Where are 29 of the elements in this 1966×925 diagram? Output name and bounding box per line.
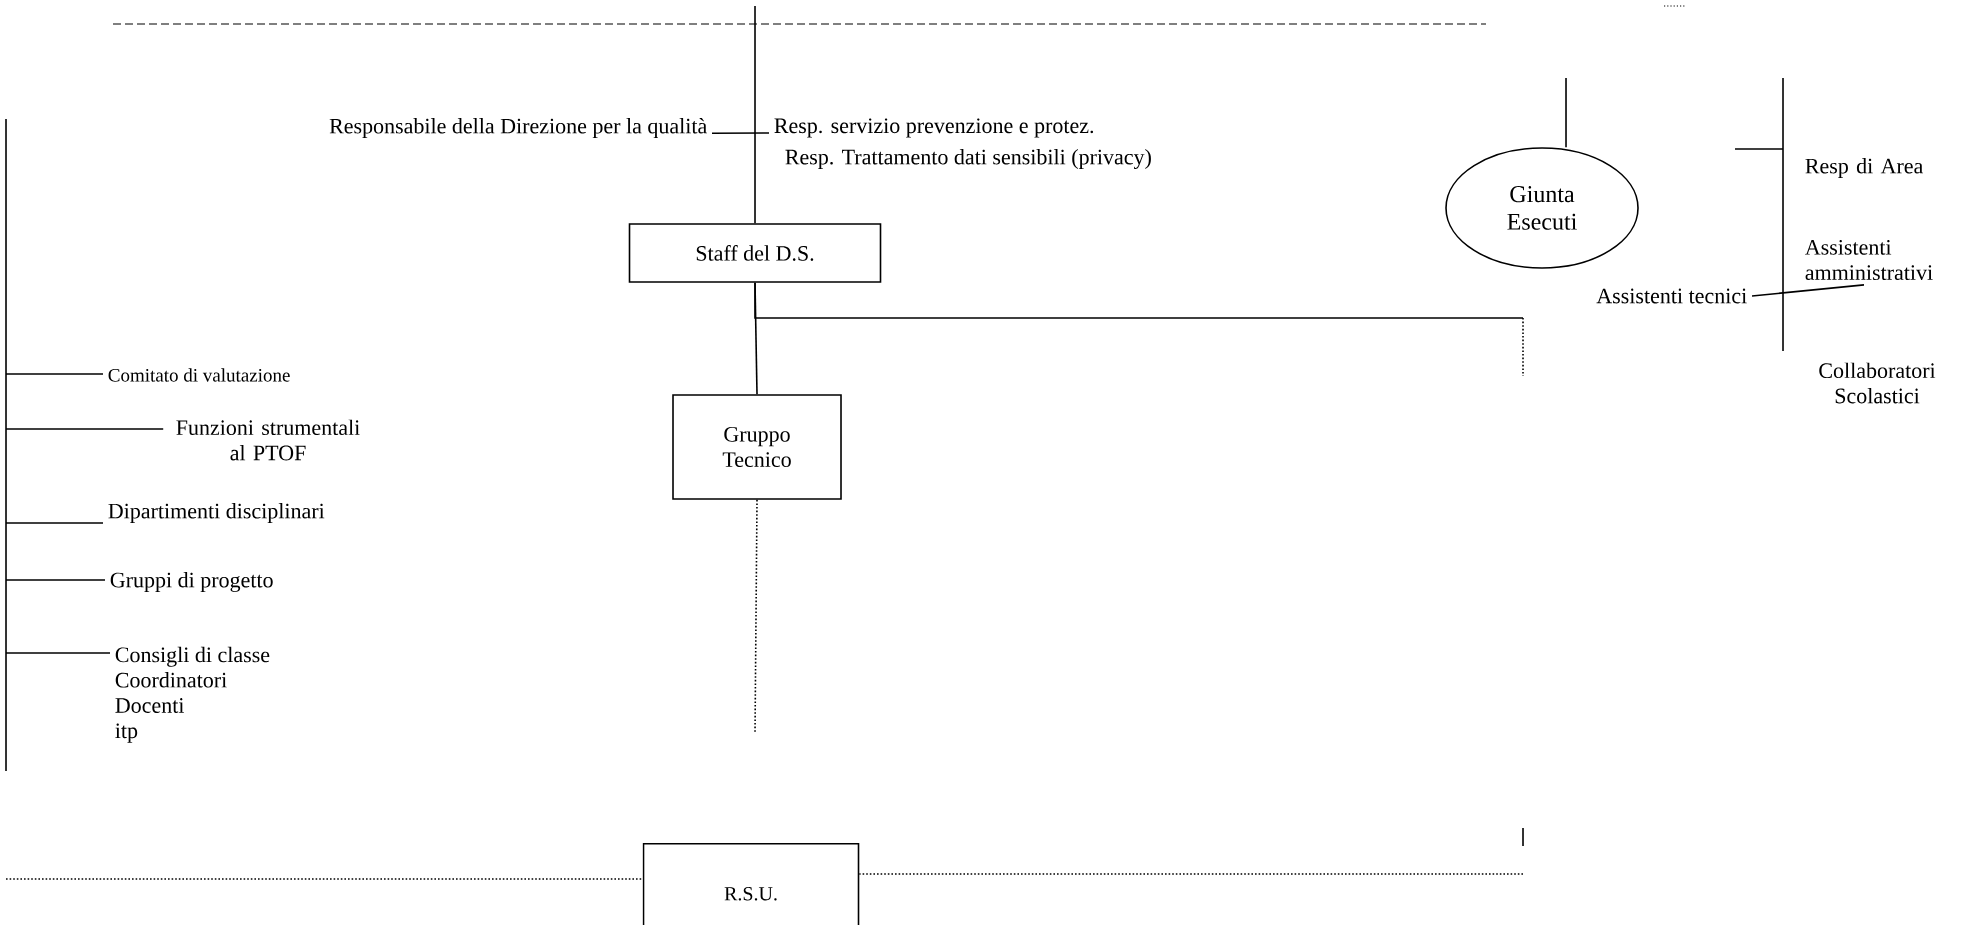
org-box: R.S.U. bbox=[642, 843, 860, 925]
role-label: Resp di Area bbox=[1805, 158, 1924, 178]
connector-line bbox=[5, 428, 164, 430]
org-box: Staff del D.S. bbox=[628, 223, 882, 283]
role-label: Resp. Trattamento dati sensibili (privacy) bbox=[785, 149, 1151, 169]
role-label: Assistenti tecnici bbox=[1596, 288, 1747, 304]
connector-line bbox=[754, 282, 1524, 377]
role-label: Resp. servizio prevenzione e protez. bbox=[774, 118, 1094, 138]
connector-line bbox=[5, 373, 104, 375]
role-label: Gruppi di progetto bbox=[110, 572, 273, 592]
connector-line bbox=[5, 522, 104, 524]
role-label: Collaboratori Scolastici bbox=[1819, 362, 1936, 404]
role-label: Dipartimenti disciplinari bbox=[108, 503, 325, 523]
connector-line bbox=[711, 132, 770, 135]
role-label: Consigli di classe Coordinatori Docenti itp bbox=[115, 646, 270, 743]
connector-line bbox=[754, 5, 756, 224]
connector-line bbox=[5, 579, 106, 581]
connector-line bbox=[754, 499, 758, 734]
ellipse-node: Giunta Esecuti bbox=[1445, 147, 1639, 269]
connector-line bbox=[1751, 284, 1865, 297]
role-label: Assistenti amministrativi bbox=[1805, 239, 1933, 281]
role-label: Comitato di valutazione bbox=[108, 368, 290, 382]
connector-line bbox=[5, 652, 111, 654]
connector-line bbox=[5, 878, 644, 880]
connector-line bbox=[858, 873, 1524, 875]
role-label: Responsabile della Direzione per la qualità bbox=[329, 118, 707, 138]
connector-line bbox=[1565, 77, 1567, 148]
role-label: Funzioni strumentali al PTOF bbox=[176, 419, 360, 461]
org-box: Gruppo Tecnico bbox=[672, 394, 842, 500]
